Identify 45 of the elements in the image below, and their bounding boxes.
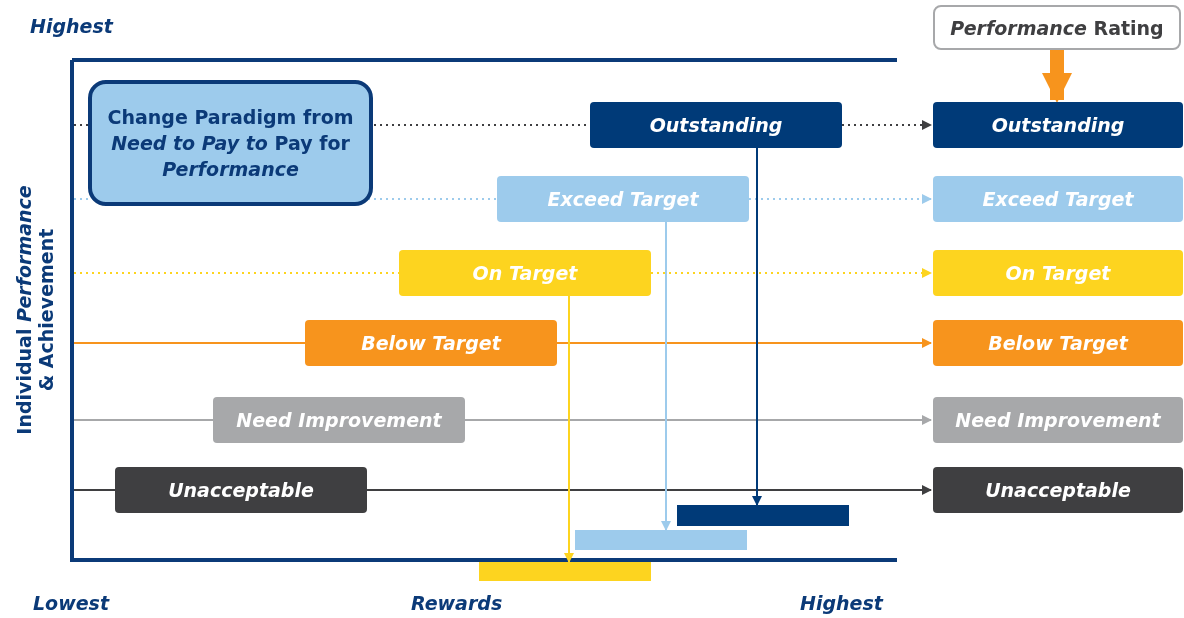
rating-box bbox=[933, 102, 1183, 148]
rating-label: On Target bbox=[1005, 262, 1111, 284]
rating-box bbox=[933, 320, 1183, 366]
rating-label: Outstanding bbox=[991, 114, 1125, 136]
rating-box bbox=[497, 176, 749, 222]
axis-end-label: Highest bbox=[30, 15, 113, 37]
arrow bbox=[366, 485, 932, 495]
rating-label: Need Improvement bbox=[236, 409, 442, 431]
rating-box bbox=[933, 397, 1183, 443]
arrow bbox=[464, 415, 932, 425]
arrow bbox=[748, 194, 932, 204]
arrow bbox=[841, 120, 932, 130]
rating-box bbox=[305, 320, 557, 366]
arrow bbox=[564, 295, 574, 563]
reward-bar bbox=[575, 530, 747, 550]
rating-label: Below Target bbox=[361, 332, 501, 354]
header-box bbox=[933, 5, 1181, 50]
rating-box bbox=[213, 397, 465, 443]
arrow bbox=[650, 268, 932, 278]
paradigm-box bbox=[88, 80, 373, 206]
rating-label: On Target bbox=[472, 262, 578, 284]
axis-end-label: Highest bbox=[800, 592, 883, 614]
arrow bbox=[661, 221, 671, 531]
rating-box bbox=[590, 102, 842, 148]
rating-label: Exceed Target bbox=[982, 188, 1134, 210]
rating-box bbox=[933, 250, 1183, 296]
rating-box bbox=[933, 176, 1183, 222]
rating-label: Outstanding bbox=[649, 114, 783, 136]
rating-label: Performance Rating bbox=[950, 16, 1164, 39]
axis-end-label: Lowest bbox=[33, 592, 109, 614]
axis-title: Rewards bbox=[411, 592, 503, 614]
rating-label: Unacceptable bbox=[985, 479, 1131, 501]
rating-box bbox=[933, 467, 1183, 513]
paradigm-text: Change Paradigm from Need to Pay to Pay for Performance bbox=[106, 105, 355, 182]
arrow bbox=[1042, 50, 1072, 103]
rating-label: Need Improvement bbox=[955, 409, 1161, 431]
rating-label: Unacceptable bbox=[168, 479, 314, 501]
rating-label: Below Target bbox=[988, 332, 1128, 354]
rating-label: Exceed Target bbox=[547, 188, 699, 210]
reward-bar bbox=[677, 505, 849, 526]
rating-box bbox=[399, 250, 651, 296]
arrow bbox=[556, 338, 932, 348]
reward-bar bbox=[479, 562, 651, 581]
arrow bbox=[752, 147, 762, 506]
rating-box bbox=[115, 467, 367, 513]
